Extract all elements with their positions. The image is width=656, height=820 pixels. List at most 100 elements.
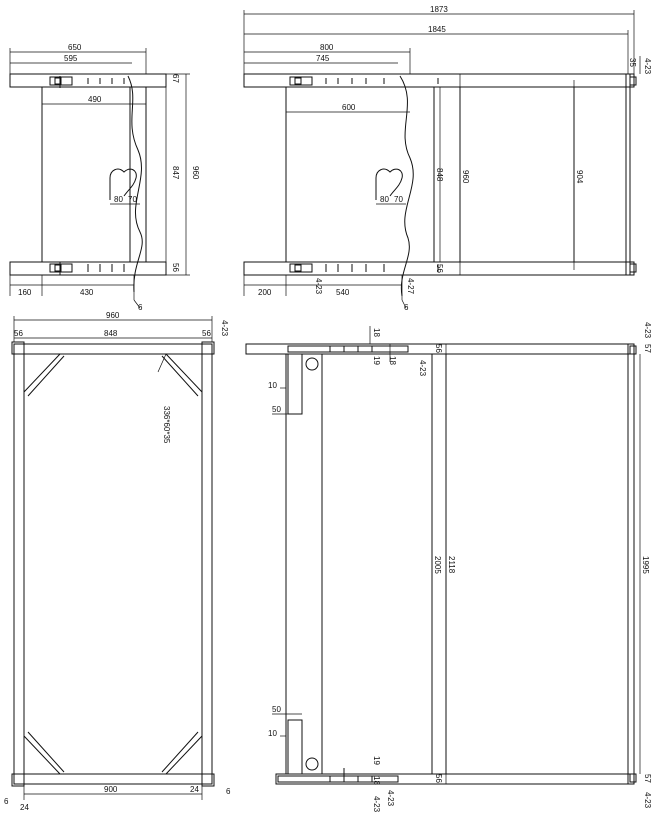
dim-80: 80: [114, 195, 123, 204]
dim-q23: 4-23: [220, 320, 229, 337]
dim-160: 160: [18, 288, 32, 297]
dim-q23-topright: 4-23: [643, 322, 652, 339]
corner-bl: [11, 773, 25, 787]
dim-6: 6: [138, 303, 143, 312]
break-line: [399, 75, 414, 297]
dim-900: 900: [104, 785, 118, 794]
dim-650: 650: [68, 43, 82, 52]
roller-top: [305, 357, 319, 371]
bottom-rail: [243, 261, 635, 276]
brace-br-2: [161, 731, 199, 773]
dim-80: 80: [380, 195, 389, 204]
dim-10-bottom: 10: [268, 729, 277, 738]
dim-847: 847: [171, 166, 180, 180]
brace-br: [165, 735, 203, 775]
dim-960: 960: [106, 311, 120, 320]
dim-q23-b2: 4-23: [386, 790, 395, 807]
outer-frame: [13, 343, 213, 785]
dim-56: 56: [435, 264, 444, 273]
dim-1845: 1845: [428, 25, 446, 34]
dim-19-bottom: 19: [372, 756, 381, 765]
dim-50-bottom: 50: [272, 705, 281, 714]
top-slots: [49, 76, 125, 88]
heart-cutout: [375, 168, 403, 200]
top-slots: [287, 345, 409, 353]
dim-800: 800: [320, 43, 334, 52]
dim-18-top: 18: [372, 328, 381, 337]
dim-10-top: 10: [268, 381, 277, 390]
dim-q23-b1: 4-23: [372, 796, 381, 813]
dim-56-bottom: 56: [434, 774, 443, 783]
view-bottom-right: 18 18 19 4-23 56 10 50 2005 2118 1995 4-…: [245, 322, 652, 813]
dim-35: 35: [628, 58, 637, 67]
dim-1995: 1995: [641, 556, 650, 574]
corner-tl: [11, 341, 25, 355]
dim-50-top: 50: [272, 405, 281, 414]
dim-q23: 4-23: [314, 278, 323, 295]
dim-848: 848: [435, 168, 444, 182]
dim-57-top: 57: [643, 344, 652, 353]
brace-bl: [23, 735, 61, 775]
end-plate-top: [629, 345, 637, 355]
dim-540: 540: [336, 288, 350, 297]
bottom-slots: [289, 263, 439, 273]
dim-6-left: 6: [4, 797, 9, 806]
view-bottom-left: 960 56 848 56 4-23 336*60*35 900 6 24 24…: [4, 311, 231, 812]
corner-br: [201, 773, 215, 787]
dim-24-right: 24: [190, 785, 199, 794]
bottom-slots: [49, 262, 125, 275]
dim-56: 56: [171, 263, 180, 272]
left-bracket-bottom: [287, 719, 303, 775]
end-plate-top: [629, 76, 637, 86]
dim-brace: 336*60*35: [162, 406, 171, 444]
dim-24-left: 24: [20, 803, 29, 812]
bottom-slots: [277, 768, 399, 783]
dim-745: 745: [316, 54, 330, 63]
dim-960: 960: [461, 170, 470, 184]
brace-bl-2: [27, 731, 65, 773]
top-slots: [289, 76, 439, 86]
heart-cutout: [109, 168, 137, 200]
dim-q23-top: 4-23: [418, 360, 427, 377]
dim-q27: 4-27: [406, 278, 415, 295]
dim-q23-right: 4-23: [643, 58, 652, 75]
dim-200: 200: [258, 288, 272, 297]
brace-tl: [23, 353, 61, 393]
dim-56-right: 56: [202, 329, 211, 338]
dim-904: 904: [575, 170, 584, 184]
dim-2118: 2118: [447, 556, 456, 574]
dim-6: 6: [404, 303, 409, 312]
left-bracket-top: [287, 353, 303, 415]
dim-960: 960: [191, 166, 200, 180]
dim-6-right: 6: [226, 787, 231, 796]
dim-1873: 1873: [430, 5, 448, 14]
dim-70: 70: [128, 195, 137, 204]
dim-490: 490: [88, 95, 102, 104]
inner-frame: [23, 353, 203, 775]
break-line: [127, 75, 143, 293]
brace-tr-2: [161, 355, 199, 397]
end-plate-bottom: [629, 263, 637, 273]
dim-57-bottom: 57: [643, 774, 652, 783]
dim-70: 70: [394, 195, 403, 204]
dim-56-top: 56: [434, 344, 443, 353]
brace-tl-2: [27, 355, 65, 397]
dim-18-bottom: 18: [372, 776, 381, 785]
dim-595: 595: [64, 54, 78, 63]
end-plate-bottom: [629, 773, 637, 783]
dim-19-top: 19: [372, 356, 381, 365]
dim-600: 600: [342, 103, 356, 112]
dim-56-left: 56: [14, 329, 23, 338]
dim-18-b: 18: [388, 356, 397, 365]
roller-bottom: [305, 757, 319, 771]
view-top-left: 650 595 490 67 847 960 80 70 56 160 430 …: [9, 43, 200, 312]
dim-2005: 2005: [433, 556, 442, 574]
top-rail: [243, 73, 635, 88]
dim-67: 67: [171, 74, 180, 83]
dim-848: 848: [104, 329, 118, 338]
dim-430: 430: [80, 288, 94, 297]
corner-tr: [201, 341, 215, 355]
view-top-right: 1873 1845 800 745 600 35 4-23 848 960 90…: [243, 5, 652, 312]
brace-tr: [165, 353, 203, 393]
